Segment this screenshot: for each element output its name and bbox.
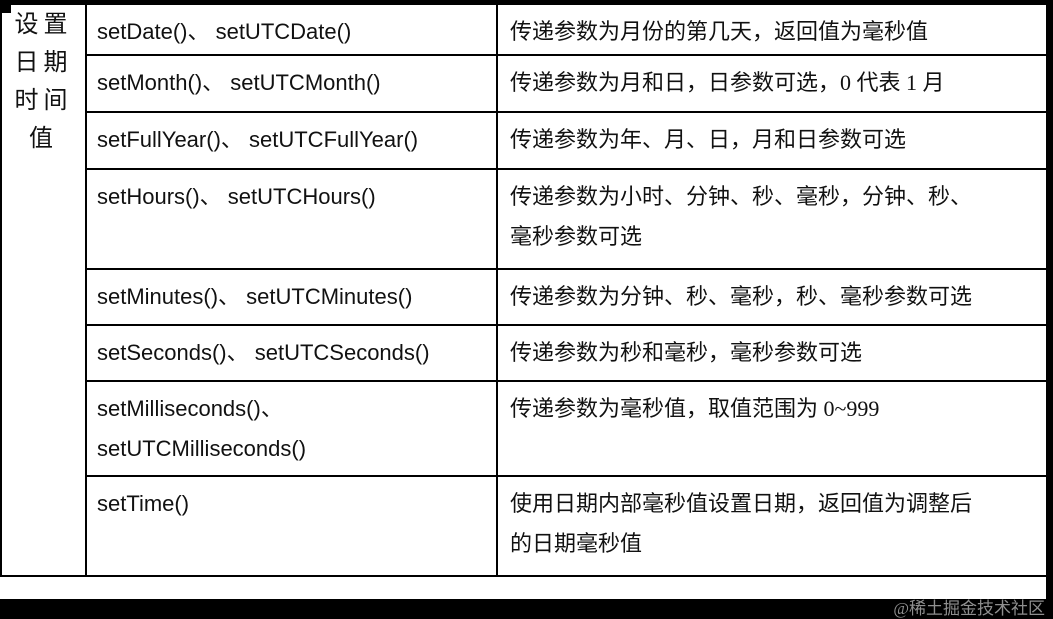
top-left-black-block <box>0 0 11 13</box>
methods-cell: setHours()、 setUTCHours() <box>85 167 498 270</box>
table-row: setMilliseconds()、 setUTCMilliseconds() … <box>1 379 1053 477</box>
table-row: setFullYear()、 setUTCFullYear() 传递参数为年、月… <box>1 110 1053 170</box>
bottom-black-bar <box>0 599 1053 619</box>
description-cell: 传递参数为毫秒值，取值范围为 0~999 <box>496 379 1053 477</box>
methods-cell: setFullYear()、 setUTCFullYear() <box>85 110 498 170</box>
methods-cell: setMonth()、 setUTCMonth() <box>85 53 498 113</box>
description-cell: 传递参数为年、月、日，月和日参数可选 <box>496 110 1053 170</box>
methods-cell: setMinutes()、 setUTCMinutes() <box>85 267 498 326</box>
description-cell: 传递参数为分钟、秒、毫秒，秒、毫秒参数可选 <box>496 267 1053 326</box>
group-label-cell: 设置 日期 时间 值 <box>0 1 87 577</box>
description-cell: 传递参数为月份的第几天，返回值为毫秒值 <box>496 1 1053 56</box>
table-row: setHours()、 setUTCHours() 传递参数为小时、分钟、秒、毫… <box>1 167 1053 270</box>
table-row: setTime() 使用日期内部毫秒值设置日期，返回值为调整后 的日期毫秒值 <box>1 474 1053 577</box>
methods-cell: setTime() <box>85 474 498 577</box>
methods-cell: setSeconds()、 setUTCSeconds() <box>85 323 498 382</box>
right-black-strip <box>1046 0 1053 619</box>
methods-cell: setDate()、 setUTCDate() <box>85 1 498 56</box>
description-cell: 传递参数为小时、分钟、秒、毫秒，分钟、秒、 毫秒参数可选 <box>496 167 1053 270</box>
date-methods-table: 设置 日期 时间 值 setDate()、 setUTCDate() 传递参数为… <box>0 0 1053 577</box>
table-row: setMonth()、 setUTCMonth() 传递参数为月和日，日参数可选… <box>1 53 1053 113</box>
watermark: @稀土掘金技术社区 <box>893 599 1045 618</box>
description-cell: 使用日期内部毫秒值设置日期，返回值为调整后 的日期毫秒值 <box>496 474 1053 577</box>
description-cell: 传递参数为秒和毫秒，毫秒参数可选 <box>496 323 1053 382</box>
table-row: setSeconds()、 setUTCSeconds() 传递参数为秒和毫秒，… <box>1 323 1053 382</box>
table-row: setMinutes()、 setUTCMinutes() 传递参数为分钟、秒、… <box>1 267 1053 326</box>
table-row: 设置 日期 时间 值 setDate()、 setUTCDate() 传递参数为… <box>0 1 1053 577</box>
methods-cell: setMilliseconds()、 setUTCMilliseconds() <box>85 379 498 477</box>
description-cell: 传递参数为月和日，日参数可选，0 代表 1 月 <box>496 53 1053 113</box>
